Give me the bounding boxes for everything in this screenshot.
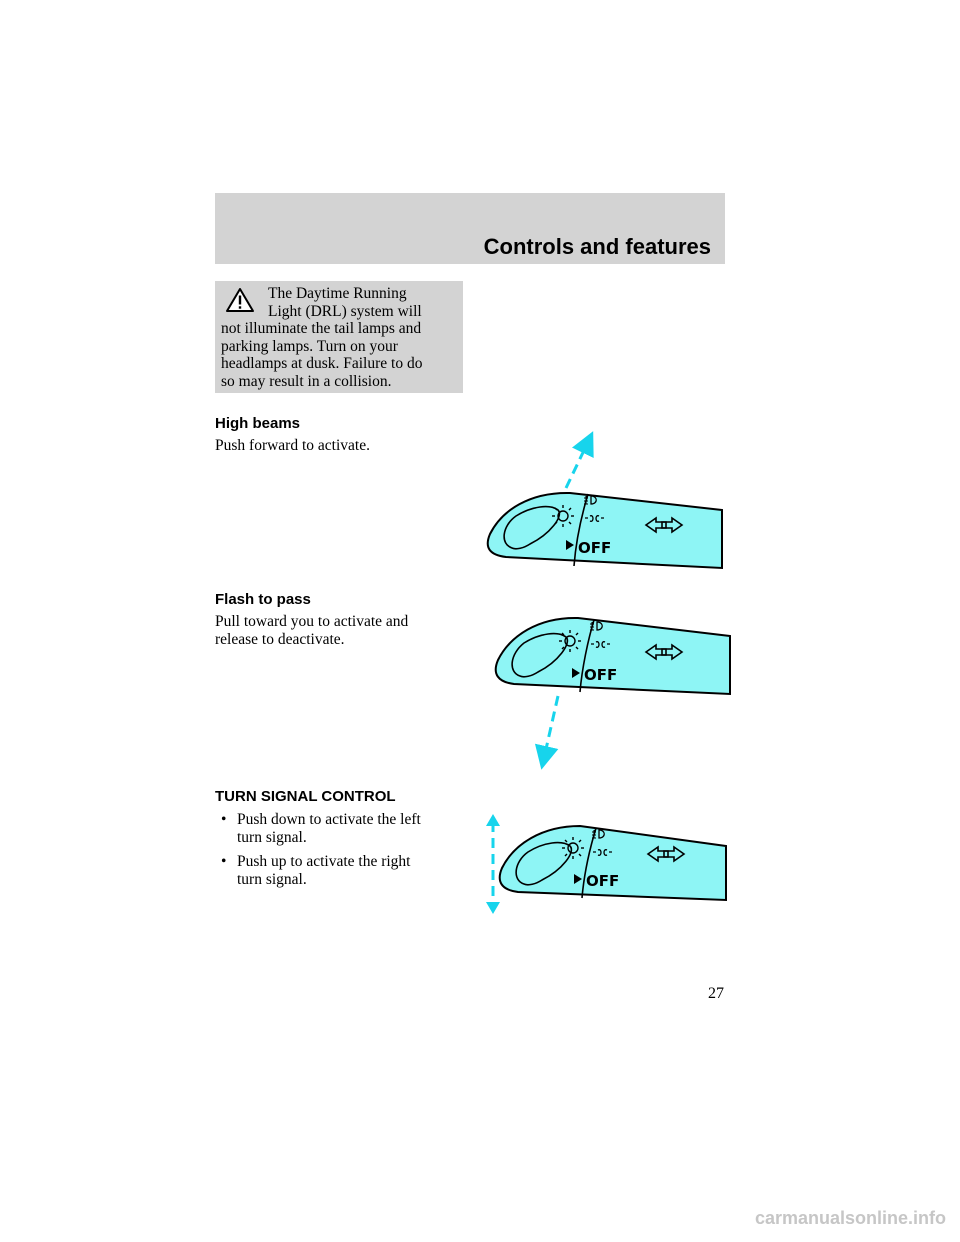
warning-box: The Daytime Running Light (DRL) system w… xyxy=(215,281,463,393)
push-forward-arrow xyxy=(564,431,594,489)
off-label: OFF xyxy=(584,666,617,684)
flash-to-pass-line: release to deactivate. xyxy=(215,630,345,648)
section-title: Controls and features xyxy=(483,234,711,259)
page-number: 27 xyxy=(708,985,724,1002)
warning-text: The Daytime Running Light (DRL) system w… xyxy=(221,285,461,391)
warning-line: so may result in a collision. xyxy=(221,372,392,390)
flash-to-pass-heading: Flash to pass xyxy=(215,591,311,608)
flash-to-pass-text: Pull toward you to activate and release … xyxy=(215,613,465,648)
turn-signal-list: • Push down to activate the left turn si… xyxy=(215,811,465,895)
list-item-line: turn signal. xyxy=(237,828,307,846)
bullet: • xyxy=(221,853,227,871)
list-item-line: turn signal. xyxy=(237,870,307,888)
warning-line: not illuminate the tail lamps and xyxy=(221,320,422,338)
list-item: • Push down to activate the left turn si… xyxy=(215,811,465,846)
down-arrow-icon xyxy=(486,902,500,914)
up-arrow-icon xyxy=(486,814,500,826)
warning-line: Light (DRL) system will xyxy=(268,302,422,320)
flash-to-pass-stalk-diagram: OFF xyxy=(494,616,731,770)
high-beams-stalk-diagram: OFF xyxy=(486,431,723,570)
pull-toward-arrow xyxy=(534,695,560,770)
footer-watermark: carmanualsonline.info xyxy=(754,1208,946,1228)
warning-line: parking lamps. Turn on your xyxy=(221,337,398,355)
list-item-line: Push down to activate the left xyxy=(237,811,421,828)
turn-signal-heading: TURN SIGNAL CONTROL xyxy=(215,788,396,805)
off-label: OFF xyxy=(578,539,611,557)
high-beams-text: Push forward to activate. xyxy=(215,437,370,454)
warning-triangle-icon xyxy=(226,288,254,312)
warning-line: headlamps at dusk. Failure to do xyxy=(221,355,423,373)
list-item-line: Push up to activate the right xyxy=(237,853,411,871)
turn-signal-stalk-diagram: OFF xyxy=(486,814,727,914)
off-label: OFF xyxy=(586,872,619,890)
warning-line: The Daytime Running xyxy=(268,285,407,302)
section-header-band: Controls and features xyxy=(215,193,725,264)
bullet: • xyxy=(221,811,227,828)
list-item: • Push up to activate the right turn sig… xyxy=(215,853,465,888)
flash-to-pass-line: Pull toward you to activate and xyxy=(215,613,409,630)
high-beams-heading: High beams xyxy=(215,415,301,432)
